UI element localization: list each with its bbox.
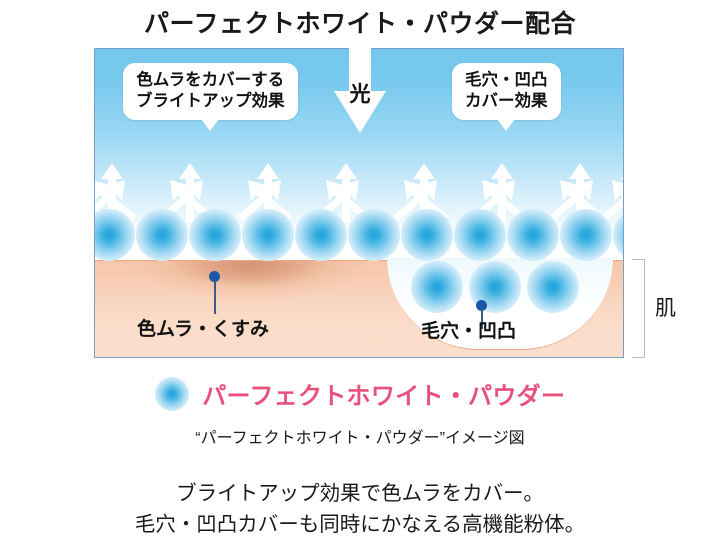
callout-left-line1: 色ムラをカバーする	[136, 71, 285, 89]
diagram-caption: “パーフェクトホワイト・パウダー”イメージ図	[195, 430, 525, 447]
light-arrow-label: 光	[349, 83, 371, 106]
leader-line-pore	[481, 310, 483, 329]
skin-bracket-label: 肌	[655, 297, 676, 320]
legend-particle-icon	[154, 376, 189, 411]
footer-line-1: ブライトアップ効果で色ムラをカバー。	[176, 482, 544, 505]
callout-brightening-effect: 色ムラをカバーする ブライトアップ効果	[123, 63, 298, 132]
footer-description: ブライトアップ効果で色ムラをカバー。 毛穴・凹凸カバーも同時にかなえる高機能粉体…	[0, 478, 720, 540]
callout-pore-cover-effect: 毛穴・凹凸 カバー効果	[452, 63, 561, 132]
footer-line-2: 毛穴・凹凸カバーも同時にかなえる高機能粉体。	[134, 513, 586, 537]
callout-right-line2: カバー効果	[465, 92, 548, 111]
legend-label: パーフェクトホワイト・パウダー	[202, 383, 566, 410]
callout-tail	[201, 119, 220, 132]
legend: パーフェクトホワイト・パウダー	[0, 376, 720, 411]
marker-dot-uneven-tone	[209, 271, 220, 282]
callout-right-line1: 毛穴・凹凸	[465, 71, 548, 89]
page-title: パーフェクトホワイト・パウダー配合	[143, 10, 576, 38]
skin-label-pore: 毛穴・凹凸	[421, 321, 517, 342]
callout-left-line2: ブライトアップ効果	[136, 92, 285, 111]
leader-line-uneven-tone	[214, 281, 216, 314]
marker-dot-pore	[476, 300, 487, 311]
light-arrow-icon	[334, 45, 386, 133]
skin-label-uneven-tone: 色ムラ・くすみ	[137, 319, 270, 340]
callout-tail	[497, 119, 516, 132]
skin-bracket	[632, 259, 645, 358]
